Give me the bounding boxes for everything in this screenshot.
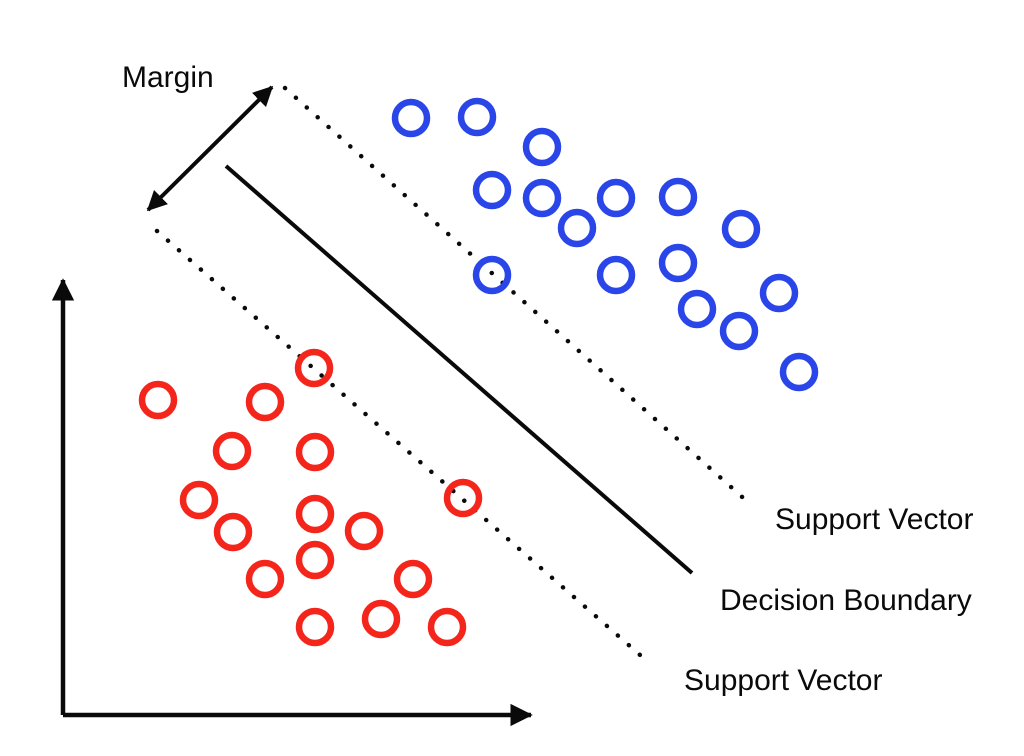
support-vector-lower-label: Support Vector xyxy=(684,664,882,697)
blue-class-data-point xyxy=(522,178,562,218)
blue-class-data-point xyxy=(596,255,636,295)
red-class-data-point xyxy=(295,607,335,647)
blue-class-data-point xyxy=(759,273,799,313)
blue-class-data-point xyxy=(719,311,759,351)
red-class-data-point xyxy=(213,512,253,552)
red-class-data-point xyxy=(361,599,401,639)
red-class-data-point xyxy=(295,540,335,580)
blue-class-data-point xyxy=(779,352,819,392)
red-class-data-point xyxy=(179,480,219,520)
red-class-data-point xyxy=(443,478,483,518)
points-layer xyxy=(138,97,819,647)
blue-class-data-point xyxy=(557,208,597,248)
blue-class-data-point xyxy=(522,127,562,167)
red-class-data-point xyxy=(245,382,285,422)
red-class-data-point xyxy=(294,348,334,388)
margin-extent-arrow xyxy=(146,85,274,212)
blue-class-data-point xyxy=(457,97,497,137)
red-class-data-point xyxy=(295,494,335,534)
support-vector-lower-line xyxy=(154,228,651,665)
blue-class-points xyxy=(391,97,819,392)
blue-class-data-point xyxy=(472,170,512,210)
blue-class-data-point xyxy=(472,255,512,295)
red-class-data-point xyxy=(344,511,384,551)
support-vector-upper-label: Support Vector xyxy=(775,503,973,536)
blue-class-data-point xyxy=(596,178,636,218)
red-class-data-point xyxy=(138,380,178,420)
red-class-points xyxy=(138,348,483,647)
blue-class-data-point xyxy=(658,177,698,217)
red-class-data-point xyxy=(295,432,335,472)
red-class-data-point xyxy=(212,431,252,471)
blue-class-data-point xyxy=(658,243,698,283)
blue-class-data-point xyxy=(677,289,717,329)
lines-layer xyxy=(51,85,753,727)
blue-class-data-point xyxy=(721,209,761,249)
decision-boundary-label: Decision Boundary xyxy=(720,584,972,617)
support-vector-upper-line xyxy=(282,85,753,507)
blue-class-data-point xyxy=(391,98,431,138)
red-class-data-point xyxy=(393,559,433,599)
margin-label: Margin xyxy=(122,61,214,94)
red-class-data-point xyxy=(245,559,285,599)
red-class-data-point xyxy=(427,607,467,647)
decision-boundary-line xyxy=(224,164,694,575)
